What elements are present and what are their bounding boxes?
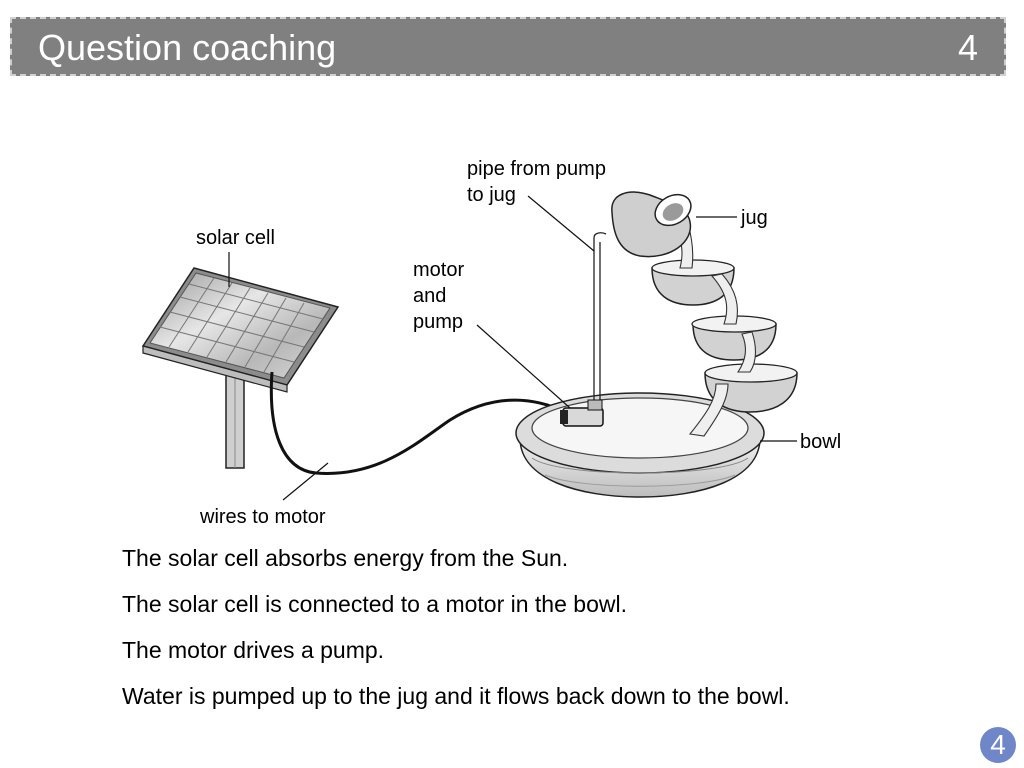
- explanation-text: The solar cell absorbs energy from the S…: [122, 544, 982, 728]
- leader-lines: [228, 195, 797, 501]
- label-pump: pump: [413, 311, 463, 333]
- explanation-line-3: The motor drives a pump.: [122, 637, 385, 663]
- solar-cell-panel: [141, 267, 340, 393]
- motor-pump: [560, 399, 604, 427]
- label-and: and: [413, 285, 446, 307]
- label-bowl: bowl: [800, 431, 841, 453]
- slide-number-badge: 4: [980, 727, 1016, 763]
- slide-number: 4: [957, 27, 978, 68]
- label-jug: jug: [740, 207, 768, 229]
- solar-fountain-diagram: solar cell wires to motor motor and pump…: [141, 158, 841, 528]
- label-pipe-line1: pipe from pump: [467, 158, 606, 180]
- label-wires-to-motor: wires to motor: [199, 506, 326, 528]
- label-pipe-line2: to jug: [467, 184, 516, 206]
- slide-title: Question coaching: [38, 27, 337, 68]
- explanation-line-4: Water is pumped up to the jug and it flo…: [122, 683, 790, 709]
- jug: [611, 191, 692, 258]
- explanation-line-2: The solar cell is connected to a motor i…: [122, 591, 627, 617]
- label-motor: motor: [413, 259, 464, 281]
- pipe: [593, 232, 607, 403]
- label-solar-cell: solar cell: [196, 227, 275, 249]
- wire: [269, 371, 566, 475]
- explanation-line-1: The solar cell absorbs energy from the S…: [122, 545, 569, 571]
- title-bar: Question coaching 4: [10, 17, 1006, 76]
